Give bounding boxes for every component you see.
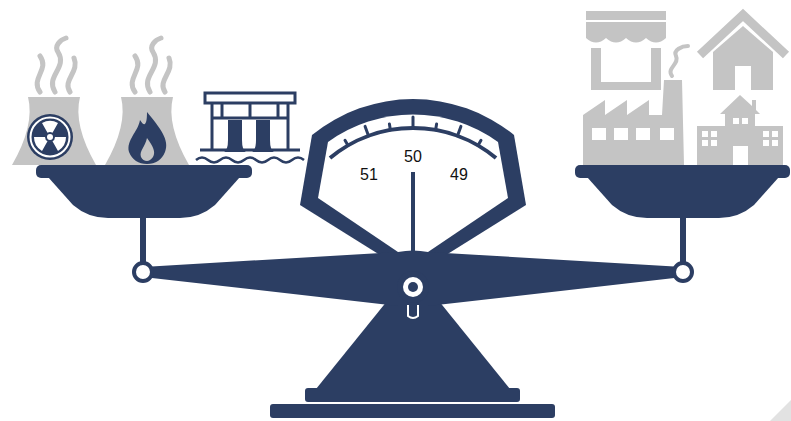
scale-beam-part: [143, 251, 683, 307]
nuclear-plant-icon-part: [34, 121, 66, 151]
dial-number: 49: [450, 167, 468, 183]
school-icon-part: [725, 114, 755, 128]
hydro-dam-icon-part: [205, 93, 295, 103]
school-icon-part-part: [772, 140, 778, 146]
school-icon-part-part: [702, 140, 708, 146]
hydro-dam-icon-part-part: [277, 103, 280, 118]
hydro-dam-icon-part: [224, 120, 246, 152]
school-icon-part-part: [711, 140, 717, 146]
scale-pans-part: [48, 177, 240, 218]
gauge-dial-part-part: [412, 117, 415, 128]
nuclear-plant-icon-part-part: [47, 134, 53, 140]
factory-icon: [583, 46, 688, 165]
scale-base-part: [270, 404, 555, 418]
shop-icon-part: [586, 11, 666, 20]
nuclear-plant-icon-part-part: [34, 137, 48, 151]
thermal-plant-icon-part-part: [132, 56, 138, 92]
school-icon-part-part: [742, 118, 748, 124]
thermal-plant-icon-part: [129, 112, 167, 164]
gauge-dial-part-part: [478, 140, 481, 145]
scale-base-part: [305, 388, 520, 402]
gauge-dial-part-part: [365, 126, 368, 135]
scale-pans-part: [587, 177, 779, 218]
nuclear-plant-icon-part-part: [52, 38, 66, 92]
thermal-plant-icon-part: [105, 97, 189, 165]
nuclear-plant-icon-part: [31, 118, 70, 157]
scale-beam-part: [408, 305, 418, 318]
scale-beam: [134, 215, 692, 318]
shop-icon-part: [586, 22, 666, 43]
factory-icon-part-part: [614, 128, 628, 140]
school-icon: [697, 95, 783, 165]
corner-fold: [770, 400, 791, 421]
nuclear-plant-icon-part-part: [37, 56, 43, 92]
scale-beam-part: [403, 277, 423, 297]
thermal-plant-icon-part-part: [163, 58, 170, 92]
scale-pans: [36, 165, 790, 218]
nuclear-plant-icon-part-part: [42, 121, 58, 133]
school-icon-part-part: [702, 131, 708, 137]
gauge-dial-part-part: [436, 124, 437, 130]
hydro-dam-icon-part-part: [211, 103, 214, 150]
scale-beam-part: [408, 282, 418, 292]
house-icon-part: [735, 66, 751, 90]
shop-icon-part: [591, 82, 661, 90]
hydro-dam-icon-part-part: [212, 117, 288, 120]
thermal-plant-icon: [105, 38, 189, 165]
hydro-dam-icon-part-part: [249, 103, 252, 118]
school-icon-part: [720, 95, 760, 114]
factory-icon-part: [670, 46, 688, 76]
gauge-dial-part-part: [345, 140, 348, 145]
factory-icon-part: [583, 80, 684, 165]
scale-beam-part: [134, 263, 152, 281]
school-icon-part-part: [763, 140, 769, 146]
hydro-dam-icon: [196, 93, 304, 163]
school-icon-part-part: [733, 118, 739, 124]
thermal-plant-icon-part-part: [147, 38, 161, 92]
hydro-dam-icon-part-part: [221, 103, 224, 118]
gauge-dial-part-part: [458, 126, 461, 135]
nuclear-plant-icon-part: [37, 38, 75, 92]
school-icon-part-part: [711, 131, 717, 137]
scale-beam-part: [674, 263, 692, 281]
hydro-dam-icon-part: [196, 158, 304, 163]
hydro-dam-icon-part: [200, 103, 300, 150]
hydro-dam-icon-part-part: [287, 103, 290, 150]
factory-icon-part-part: [592, 128, 606, 140]
school-icon-part-part: [733, 146, 748, 165]
hydro-dam-icon-part-part: [200, 149, 300, 152]
hydro-dam-icon-part: [252, 120, 274, 152]
nuclear-plant-icon-part-part: [68, 58, 75, 92]
factory-icon-part-part: [636, 128, 650, 140]
shop-icon: [586, 11, 666, 90]
house-icon: [700, 15, 786, 90]
gauge-dial-part: [345, 117, 481, 145]
dial-number: 51: [360, 167, 378, 183]
scale-pans-part: [36, 165, 252, 178]
school-icon-part-part: [772, 131, 778, 137]
scale-beam-part: [397, 271, 429, 303]
nuclear-plant-icon-part: [27, 114, 73, 160]
factory-icon-part: [592, 128, 674, 140]
dial-number: 50: [404, 149, 422, 165]
nuclear-plant-icon-part: [12, 97, 96, 165]
scale-base: [270, 290, 555, 418]
nuclear-plant-icon-part-part: [53, 137, 67, 151]
school-icon-part-part: [763, 131, 769, 137]
house-icon-part: [713, 26, 773, 90]
scale-pans-part: [575, 165, 790, 178]
school-icon-part: [702, 118, 778, 165]
nuclear-plant-icon: [12, 38, 96, 165]
gauge-dial-part-part: [389, 124, 390, 130]
school-icon-part: [697, 126, 783, 165]
thermal-plant-icon-part: [141, 138, 155, 161]
factory-icon-part-part: [660, 128, 674, 140]
thermal-plant-icon-part: [132, 38, 170, 92]
